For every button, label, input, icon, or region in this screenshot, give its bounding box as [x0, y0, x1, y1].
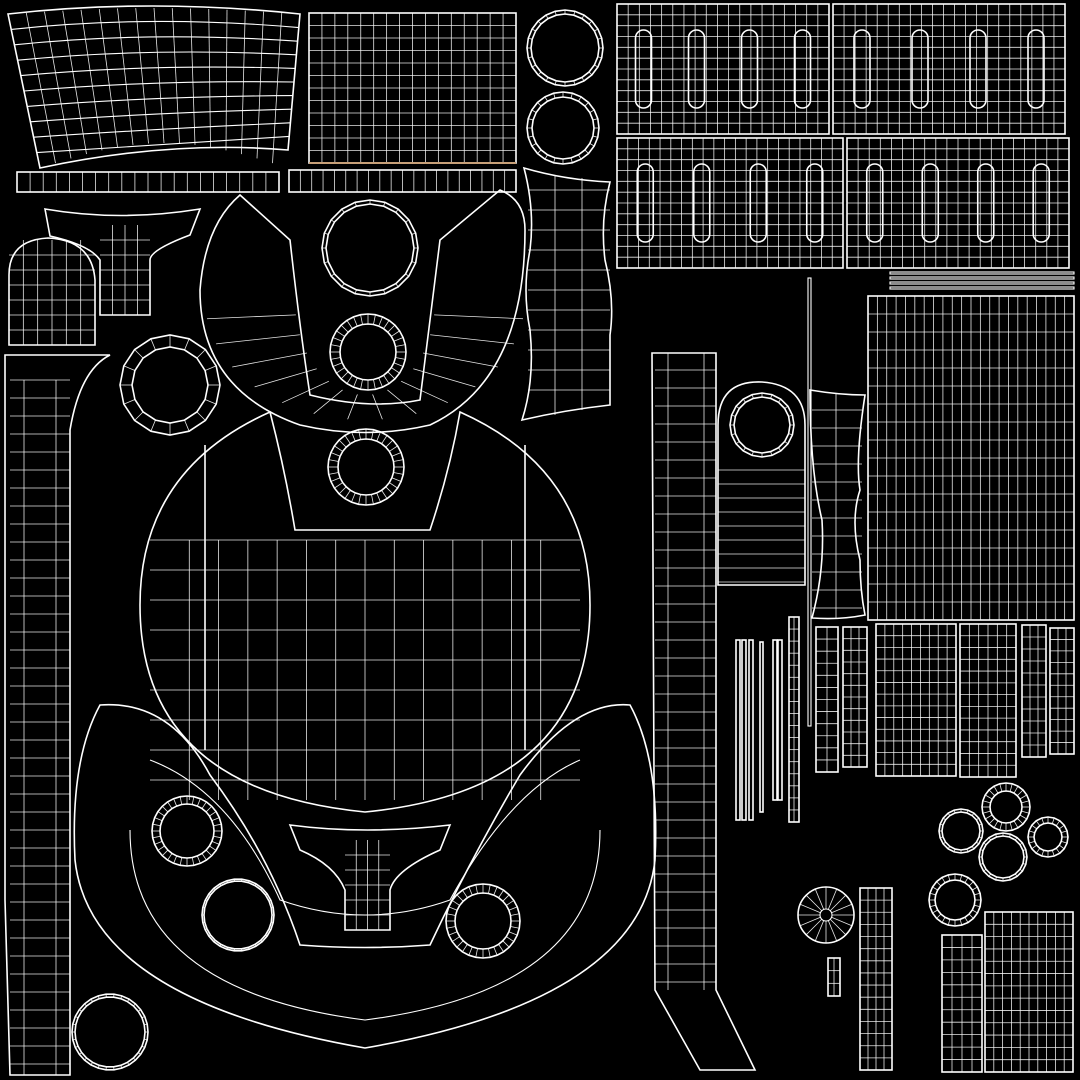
uv-ring-cluster-3 [978, 832, 1028, 882]
uv-ring-headstock [729, 392, 795, 458]
uv-island-large-grid-right [867, 295, 1075, 621]
uv-ring-top-2 [526, 91, 600, 165]
uv-strips-cluster [735, 616, 1075, 823]
uv-ring-cluster-2 [981, 782, 1031, 832]
uv-island-brief-large [288, 824, 452, 931]
uv-island-top-grid [308, 12, 517, 164]
uv-panel-slots-1 [616, 3, 830, 135]
uv-ring-upper-3 [327, 428, 405, 506]
uv-disc-spokes [797, 886, 855, 944]
uv-island-neck-left [4, 354, 111, 1076]
uv-ring-top-1 [526, 9, 604, 87]
uv-island-body-front [139, 410, 591, 813]
uv-ring-lower-3 [445, 883, 521, 959]
uv-strips-thin-right [807, 271, 1075, 727]
uv-island-curvy-strip-top [520, 166, 613, 422]
fan-grid [11, 7, 299, 164]
uv-panel-slots-2 [832, 3, 1066, 135]
uv-ring-cluster-5 [928, 873, 982, 927]
uv-island-curvy-strip-mid [809, 389, 866, 620]
uv-ring-upper-2 [329, 313, 407, 391]
uv-ring-left-octagon [119, 334, 221, 436]
uv-island-headstock [717, 381, 806, 586]
uv-ring-cluster-4 [1027, 816, 1069, 858]
uv-island-top-fan [7, 5, 301, 169]
uv-island-arch [8, 237, 96, 346]
uv-ring-lower-1 [151, 795, 223, 867]
uv-ring-lower-2 [201, 878, 275, 952]
uv-ring-bottom-left [71, 993, 149, 1071]
uv-island-upper-horseshoe [199, 189, 526, 434]
uv-ring-upper-1 [321, 199, 419, 297]
uv-island-brief-small [44, 207, 202, 316]
uv-ring-cluster-1 [938, 808, 984, 854]
uv-island-neck-right [651, 352, 757, 1071]
uv-panel-slots-4 [846, 137, 1070, 269]
uv-panel-slots-3 [616, 137, 844, 269]
body-grid [150, 445, 580, 800]
